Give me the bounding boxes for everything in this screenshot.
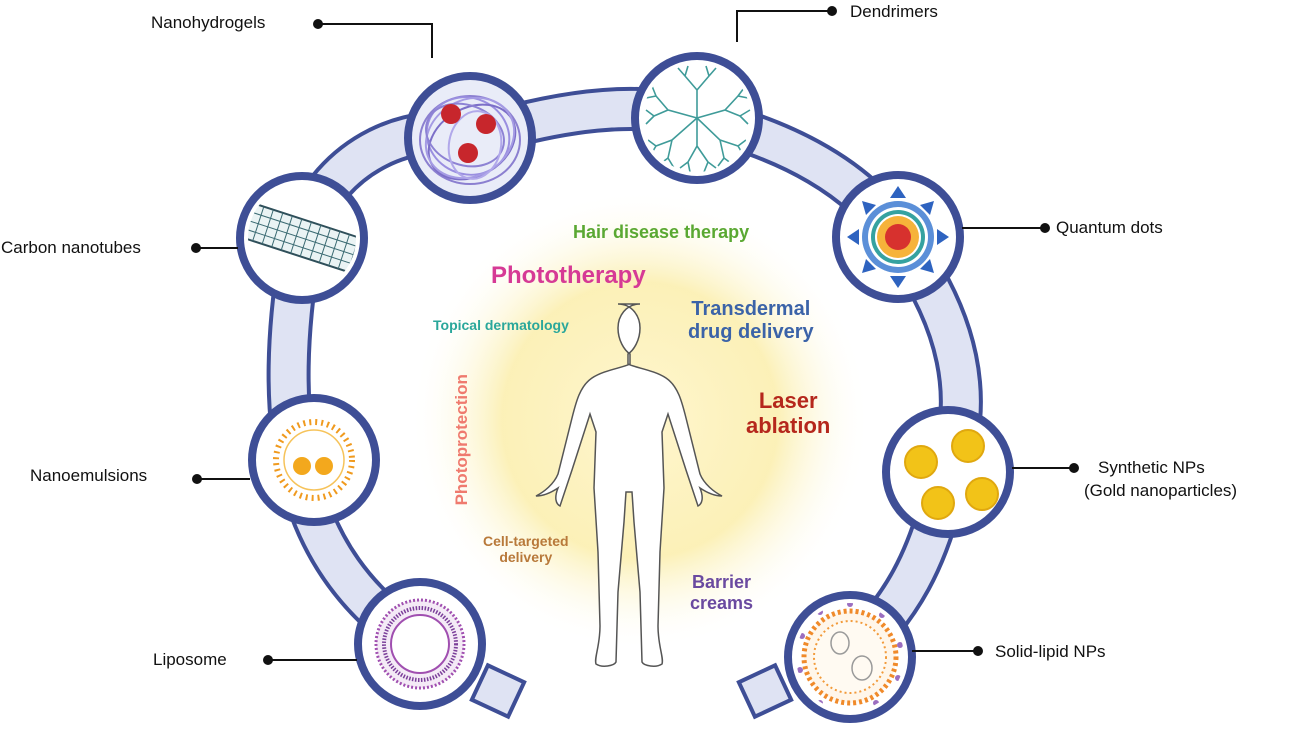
liposome-icon <box>374 598 466 690</box>
cell-line2: delivery <box>499 549 553 566</box>
topical-dermatology-label: Topical dermatology <box>433 317 569 333</box>
human-silhouette-icon <box>535 303 723 667</box>
transdermal-line2: drug delivery <box>688 321 814 343</box>
cell-targeted-delivery-label: Cell-targeted delivery <box>483 533 569 565</box>
gold-nanoparticles-icon <box>904 429 999 520</box>
quantum-dots-label: Quantum dots <box>1056 218 1163 237</box>
barrier-creams-label: Barrier creams <box>690 572 753 613</box>
synthetic-nps-label: Synthetic NPs <box>1098 458 1205 477</box>
nanohydrogel-icon <box>419 95 521 185</box>
barrier-line1: Barrier <box>692 572 752 592</box>
nanoemulsions-label: Nanoemulsions <box>30 466 148 485</box>
transdermal-line1: Transdermal <box>691 298 811 320</box>
carbon-nanotubes-label: Carbon nanotubes <box>1 238 141 257</box>
barrier-line2: creams <box>690 592 754 613</box>
nanohydrogels-label: Nanohydrogels <box>151 13 266 32</box>
quantum-dot-icon <box>847 186 949 288</box>
laser-ablation-label: Laser ablation <box>746 388 830 439</box>
synthetic-nps-sublabel: (Gold nanoparticles) <box>1084 481 1238 500</box>
dendrimer-icon <box>645 65 751 172</box>
liposome-label: Liposome <box>153 650 227 669</box>
nanoemulsion-icon <box>273 419 355 501</box>
dendrimers-label: Dendrimers <box>850 2 938 21</box>
connector-lines <box>191 6 1079 665</box>
photoprotection-label: Photoprotection <box>452 374 472 506</box>
transdermal-drug-delivery-label: Transdermal drug delivery <box>688 298 814 344</box>
solid-lipid-nanoparticle-icon <box>797 603 903 706</box>
solid-lipid-nps-label: Solid-lipid NPs <box>995 642 1106 661</box>
nanoemulsions-node[interactable] <box>248 394 380 526</box>
carbon-nanotube-icon <box>248 200 356 276</box>
cell-line1: Cell-targeted <box>483 533 569 549</box>
laser-line1: Laser <box>758 388 818 413</box>
laser-line2: ablation <box>746 413 831 439</box>
hair-disease-therapy-label: Hair disease therapy <box>573 222 750 242</box>
phototherapy-label: Phototherapy <box>491 262 646 289</box>
